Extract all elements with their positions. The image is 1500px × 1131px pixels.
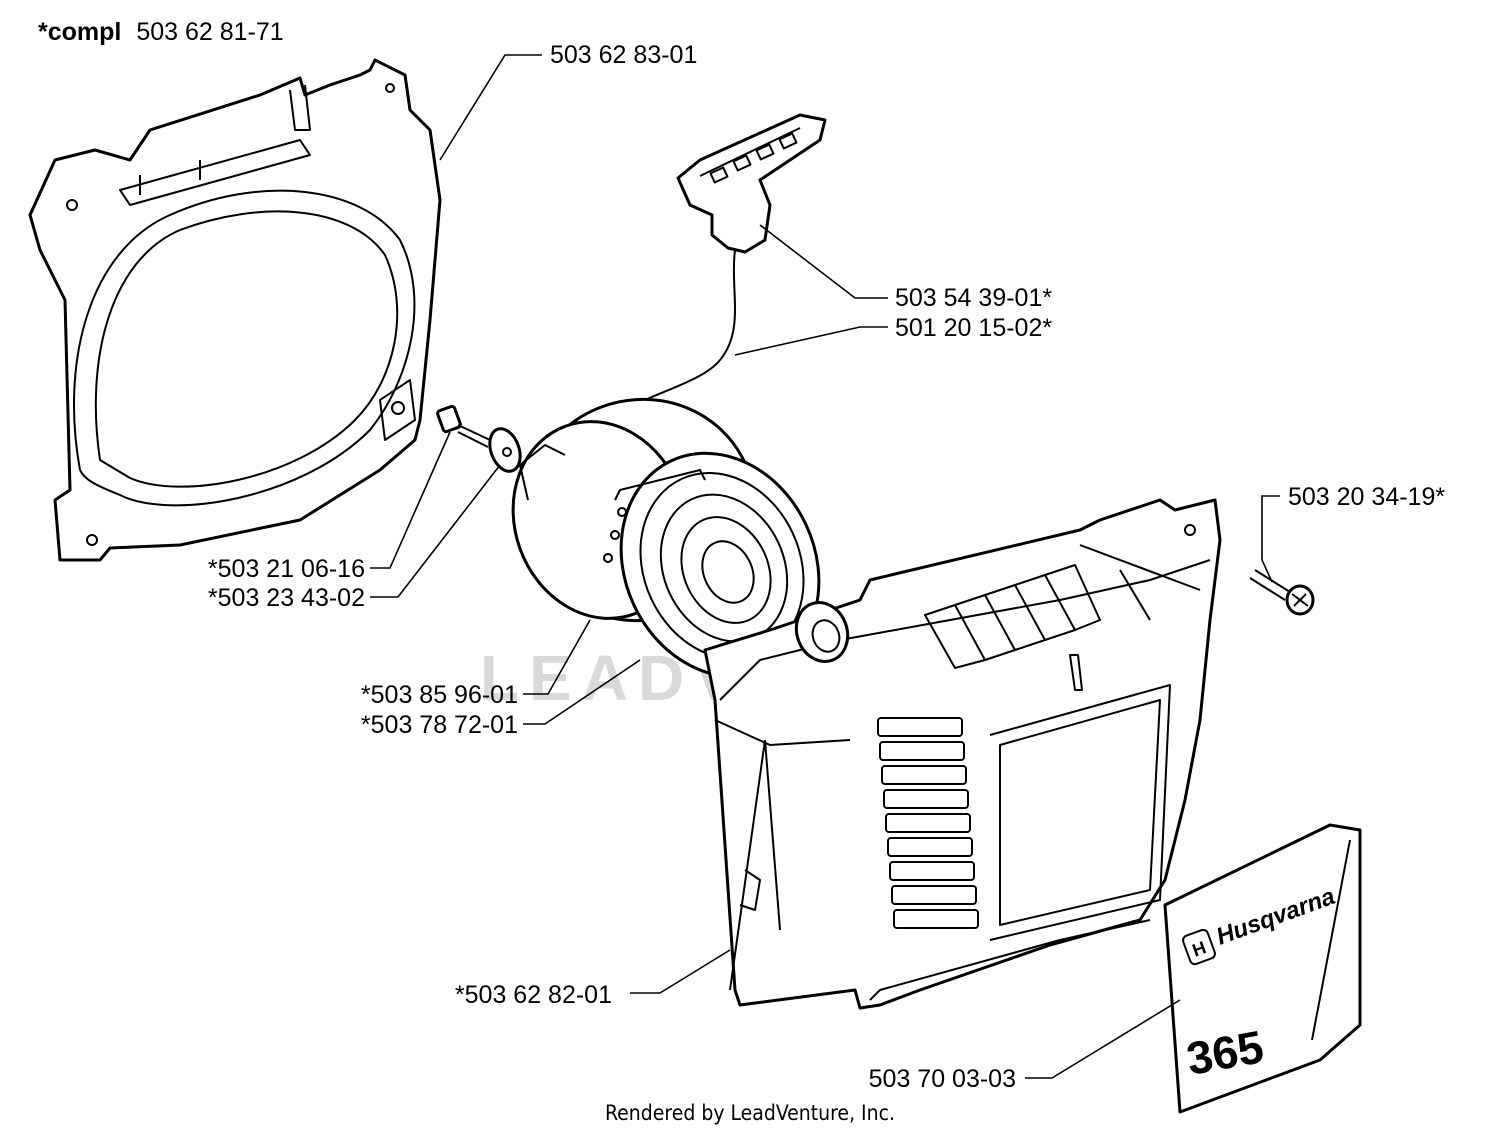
cover-side-vents [877,717,979,929]
label-starter-cord: 501 20 15-02* [895,314,1052,342]
label-pulley: *503 85 96-01 [361,681,518,709]
header-assembly-number: *compl 503 62 81-71 [38,18,284,46]
screw-right-part [1249,569,1315,616]
husqvarna-logo-icon: H [1182,928,1216,966]
decal-part: H Husqvarna 365 [1163,823,1362,1114]
label-starter-cover: *503 62 82-01 [455,981,612,1009]
label-decal: 503 70 03-03 [869,1065,1016,1093]
starter-cover-part [703,498,1222,1010]
fan-housing-part [28,58,442,562]
label-screw-right: 503 20 34-19* [1288,483,1445,511]
svg-text:H: H [1190,937,1209,960]
label-washer: *503 23 43-02 [208,584,365,612]
starter-handle-part [676,113,827,254]
header-prefix: *compl [38,18,121,46]
header-number: 503 62 81-71 [136,18,283,46]
label-starter-handle: 503 54 39-01* [895,284,1052,312]
washer-part [488,427,522,473]
leader-lines [370,54,1280,1079]
label-screw-left: *503 21 06-16 [208,555,365,583]
recoil-spring-part [614,451,821,679]
footer-credit: Rendered by LeadVenture, Inc. [605,1101,895,1125]
label-fan-housing: 503 62 83-01 [550,41,697,69]
cover-top-vents [924,564,1101,669]
label-recoil-spring: *503 78 72-01 [361,711,518,739]
screw-left-part [436,404,491,448]
